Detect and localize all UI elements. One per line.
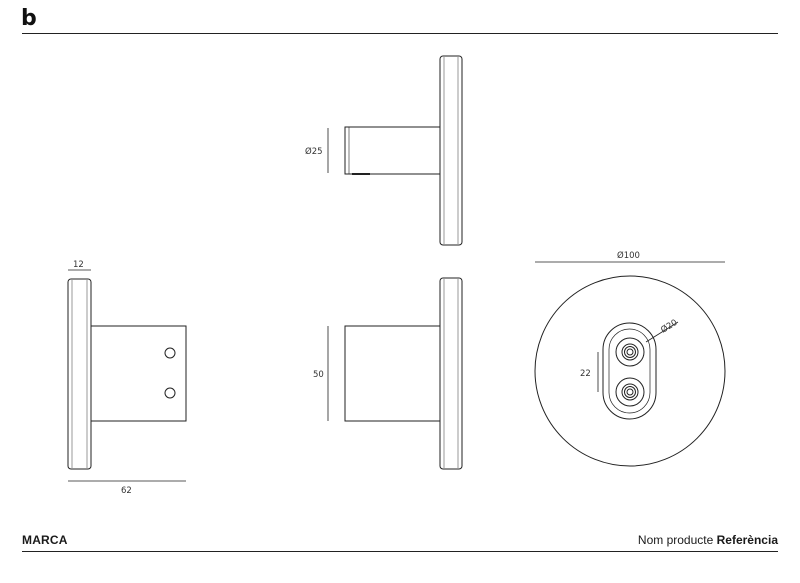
side-view-rose [67, 278, 92, 470]
footer-divider [22, 551, 778, 552]
dim-label-length: 62 [121, 486, 132, 496]
leader-hole-diameter [645, 321, 679, 343]
screw-hole-bottom [164, 387, 176, 399]
side-view [67, 269, 187, 482]
screw-hole-top [164, 347, 176, 359]
front-view [327, 277, 463, 470]
top-view-rose [439, 55, 463, 246]
product-reference: Referència [716, 533, 778, 547]
dim-label-hole-spacing: 22 [580, 369, 591, 379]
footer-product-reference: Nom producte Referència [638, 533, 778, 547]
dim-label-rose-diameter: Ø100 [617, 250, 640, 261]
rose-circle [534, 275, 726, 467]
header-divider [22, 33, 778, 34]
front-view-stem [344, 325, 440, 422]
top-view [327, 55, 463, 246]
dim-label-thickness: 12 [73, 260, 84, 270]
top-view-stem [344, 126, 440, 175]
dim-label-hole-diameter: Ø20 [659, 317, 680, 336]
dim-label-height: 50 [313, 370, 324, 380]
product-name: Nom producte [637, 533, 714, 547]
footer-brand: MARCA [22, 533, 68, 547]
front-view-rose [439, 277, 463, 470]
side-view-plate [91, 325, 187, 422]
dim-label-top-diameter: Ø25 [305, 146, 323, 157]
brand-logo: b [21, 6, 37, 31]
mount-hole-top [615, 337, 645, 367]
back-view [534, 261, 726, 467]
mounting-slot-outer [602, 322, 657, 420]
mount-hole-bottom [615, 377, 645, 407]
